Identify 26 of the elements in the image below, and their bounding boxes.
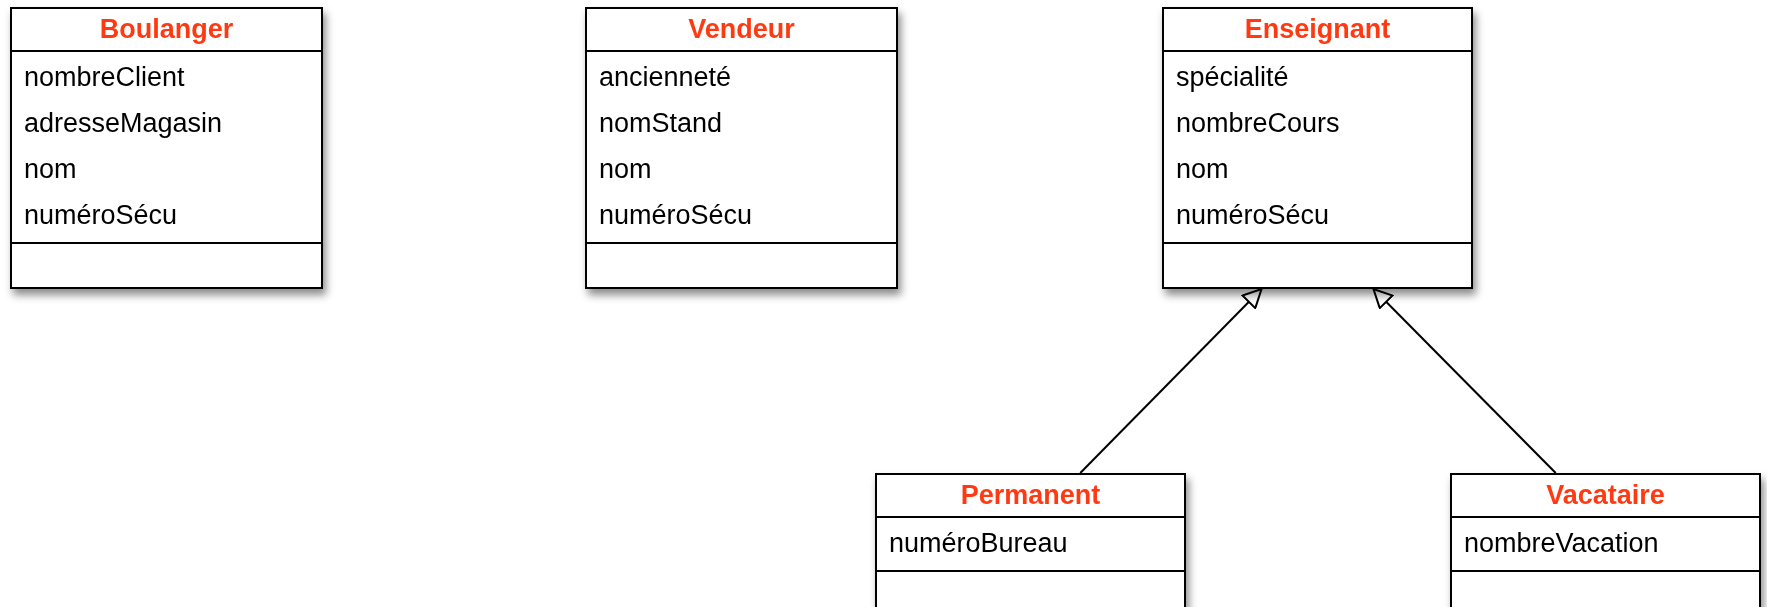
attribute-text: nombreClient (23, 61, 186, 94)
class-box (875, 473, 1186, 607)
class-box (585, 7, 898, 289)
attribute-text: nom (1175, 153, 1230, 186)
class-name: Permanent (877, 475, 1184, 518)
inheritance-arrow (1079, 288, 1263, 474)
attribute-text: nombreCours (1175, 107, 1341, 140)
attribute-text: ancienneté (598, 61, 733, 94)
attribute-text: nom (598, 153, 653, 186)
class-name: Vendeur (587, 9, 896, 52)
attribute-text: nombreVacation (1463, 527, 1660, 560)
attribute-text: spécialité (1175, 61, 1290, 94)
attribute-text: adresseMagasin (23, 107, 224, 140)
class-box (1450, 473, 1761, 607)
class-name: Enseignant (1164, 9, 1471, 52)
class-name: Vacataire (1452, 475, 1759, 518)
inheritance-arrow (1372, 288, 1557, 474)
attribute-text: nomStand (598, 107, 724, 140)
attribute-text: nom (23, 153, 78, 186)
class-box (1162, 7, 1473, 289)
attribute-text: numéroSécu (1175, 199, 1331, 232)
attribute-text: numéroBureau (888, 527, 1069, 560)
attribute-text: numéroSécu (598, 199, 754, 232)
attribute-text: numéroSécu (23, 199, 179, 232)
class-name: Boulanger (12, 9, 321, 52)
class-box (10, 7, 323, 289)
